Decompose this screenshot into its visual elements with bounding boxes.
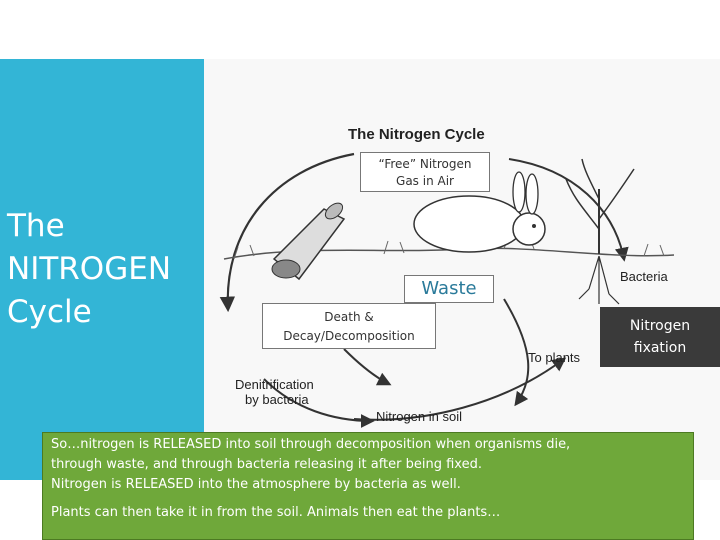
death-decay-line: Death & xyxy=(324,310,374,324)
summary-line: through waste, and through bacteria rele… xyxy=(51,457,482,472)
title-sidebar xyxy=(0,59,204,480)
death-decay-label: Death & Decay/Decomposition xyxy=(262,303,436,349)
denitrification-label: Denitrification xyxy=(235,377,314,392)
arrow-decay xyxy=(343,348,392,386)
waste-label: Waste xyxy=(404,275,494,303)
cycle-arrow-right xyxy=(508,158,629,262)
death-decay-line: Decay/Decomposition xyxy=(283,329,415,343)
to-plants-label: To plants xyxy=(528,350,581,365)
nitrogen-in-soil-label: Nitrogen in soil xyxy=(376,409,462,424)
slide-title-line: The xyxy=(7,208,65,244)
rabbit-illustration xyxy=(413,171,546,253)
slide-title-line: Cycle xyxy=(7,294,92,330)
arrow-soil-to-plants xyxy=(353,357,567,421)
diagram-illustration: The Nitrogen Cycle xyxy=(219,126,675,428)
plant-illustration xyxy=(565,158,635,305)
diagram-heading: The Nitrogen Cycle xyxy=(348,126,485,143)
slide-title-line: NITROGEN xyxy=(7,251,172,287)
nitrogen-fixation-label: Nitrogen fixation xyxy=(600,307,720,367)
arrow-to-plants xyxy=(503,298,530,407)
denitrification-label: by bacteria xyxy=(245,392,309,407)
free-nitrogen-line: Gas in Air xyxy=(396,174,454,188)
fallen-log-illustration xyxy=(271,202,346,281)
summary-line: Nitrogen is RELEASED into the atmosphere… xyxy=(51,477,461,492)
summary-line: So…nitrogen is RELEASED into soil throug… xyxy=(51,437,571,452)
nitrogen-fixation-line: Nitrogen xyxy=(629,318,691,334)
bacteria-label: Bacteria xyxy=(620,269,668,284)
summary-spacer xyxy=(51,495,687,503)
cycle-arrow-left xyxy=(219,152,355,313)
free-nitrogen-line: “Free” Nitrogen xyxy=(378,157,472,171)
summary-note: So…nitrogen is RELEASED into soil throug… xyxy=(42,432,694,540)
cycle-arrow-bottom-left xyxy=(263,378,375,428)
summary-closing: Plants can then take it in from the soil… xyxy=(51,505,501,520)
slide-title: The NITROGEN Cycle xyxy=(7,205,202,334)
free-nitrogen-label: “Free” Nitrogen Gas in Air xyxy=(360,152,490,192)
nitrogen-fixation-line: fixation xyxy=(633,340,687,356)
nitrogen-cycle-diagram: The Nitrogen Cycle xyxy=(204,59,720,480)
